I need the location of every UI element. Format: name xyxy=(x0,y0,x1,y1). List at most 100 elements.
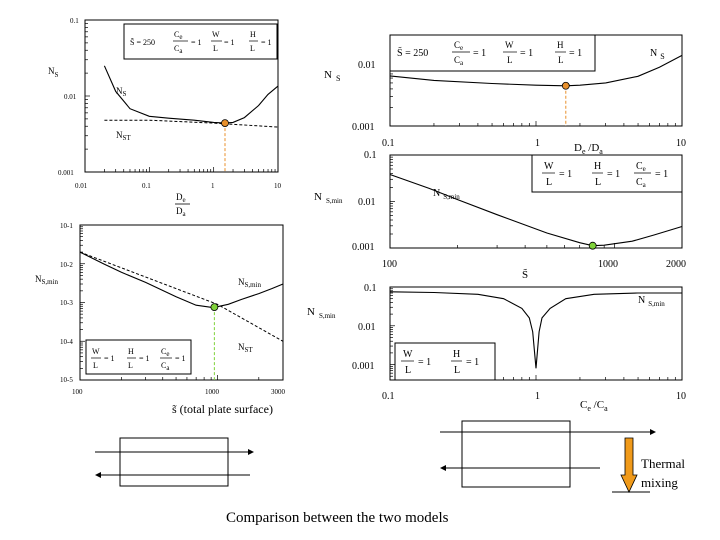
y-tick-label: 0.001 xyxy=(352,122,375,133)
x-tick-label: 10 xyxy=(676,138,686,149)
series-label-nst: NST xyxy=(238,342,253,354)
svg-text:W: W xyxy=(212,30,220,39)
thermal-mixing-arrow-icon xyxy=(620,437,638,493)
svg-text:W: W xyxy=(403,349,413,360)
thermal-label-line1: Thermal xyxy=(641,456,685,471)
svg-text:W: W xyxy=(505,40,514,50)
x-tick-label: 0.1 xyxy=(382,138,395,149)
svg-text:H: H xyxy=(453,349,460,360)
svg-text:L: L xyxy=(507,55,513,65)
svg-text:L: L xyxy=(213,44,218,53)
schematic-right: Thermal mixing xyxy=(440,420,685,493)
x-tick-label: 1000 xyxy=(598,259,618,270)
svg-text:= 1: = 1 xyxy=(569,48,582,59)
x-tick-label: 0.01 xyxy=(75,182,88,190)
arrowhead-icon xyxy=(440,465,446,471)
x-tick-label: 1000 xyxy=(205,388,220,396)
series-layer xyxy=(103,65,279,172)
svg-text:= 1: = 1 xyxy=(473,48,486,59)
svg-text:Da: Da xyxy=(176,206,187,218)
x-axis-label: s̃ (total plate surface) xyxy=(172,402,273,416)
svg-text:Ce: Ce xyxy=(174,30,182,41)
y-tick-label: 10-4 xyxy=(60,338,73,346)
svg-text:L: L xyxy=(250,44,255,53)
series-line-n-st xyxy=(79,251,284,342)
x-tick-label: 10 xyxy=(676,391,686,402)
x-tick-label: 3000 xyxy=(271,388,286,396)
x-tick-label: 10 xyxy=(274,182,282,190)
svg-text:L: L xyxy=(93,361,98,370)
legend-box: S̃ = 250 Ce Ca = 1 W L = 1 H L = 1 xyxy=(123,23,278,60)
series-label-ns: NS xyxy=(116,86,127,98)
svg-text:= 1: = 1 xyxy=(520,48,533,59)
x-tick-label: 1 xyxy=(535,391,540,402)
svg-text:= 1: = 1 xyxy=(261,38,272,47)
svg-text:L: L xyxy=(405,365,411,376)
svg-text:W: W xyxy=(544,161,554,172)
svg-text:L: L xyxy=(128,361,133,370)
svg-text:S̃ = 250: S̃ = 250 xyxy=(130,37,155,47)
svg-text:= 1: = 1 xyxy=(466,357,479,368)
legend-box: W L = 1 H L = 1 Ce Ca = 1 xyxy=(531,154,683,193)
y-tick-label: 0.01 xyxy=(64,93,77,101)
thermal-label-line2: mixing xyxy=(641,475,678,490)
series-line-n-s-min xyxy=(79,251,284,308)
tick-marks xyxy=(84,23,276,173)
legend-box: W L = 1 H L = 1 xyxy=(394,342,496,381)
svg-text:Ce: Ce xyxy=(161,347,169,358)
y-axis-label: NS xyxy=(48,66,59,79)
series-line-n-s-min xyxy=(389,173,683,247)
svg-text:Ca: Ca xyxy=(454,55,464,67)
x-tick-label: 1 xyxy=(535,138,540,149)
x-tick-label: 0.1 xyxy=(142,182,151,190)
tick-marks xyxy=(389,156,683,249)
schematic-left xyxy=(95,437,254,487)
svg-text:= 1: = 1 xyxy=(224,38,235,47)
x-axis-label: De Da xyxy=(175,192,190,218)
series-line-n-s xyxy=(389,54,683,87)
channel-box xyxy=(119,437,229,487)
y-tick-label: 0.001 xyxy=(352,361,375,372)
series-line-n-s xyxy=(103,65,279,124)
y-tick-label: 10-1 xyxy=(60,222,73,230)
x-axis-label: S̃ xyxy=(522,268,528,281)
x-tick-label: 2000 xyxy=(666,259,686,270)
y-tick-label: 0.1 xyxy=(70,17,79,25)
chart-left-bottom: 10-1 10-2 10-3 10-4 10-5 100 1000 3000 N… xyxy=(35,222,286,416)
svg-text:L: L xyxy=(595,177,601,188)
x-axis-label: Ce /Ca xyxy=(580,399,608,413)
tick-marks xyxy=(79,226,284,381)
svg-text:Ca: Ca xyxy=(161,361,170,372)
svg-text:= 1: = 1 xyxy=(607,169,620,180)
svg-text:= 1: = 1 xyxy=(559,169,572,180)
svg-text:= 1: = 1 xyxy=(418,357,431,368)
y-tick-label: 0.01 xyxy=(358,322,376,333)
svg-text:De: De xyxy=(176,192,186,204)
arrowhead-icon xyxy=(95,472,101,478)
svg-text:Ca: Ca xyxy=(636,177,647,189)
y-tick-label: 10-5 xyxy=(60,376,73,384)
svg-text:H: H xyxy=(594,161,601,172)
svg-text:= 1: = 1 xyxy=(104,354,115,363)
svg-text:Ce: Ce xyxy=(454,40,463,52)
svg-text:= 1: = 1 xyxy=(191,38,202,47)
series-label-nst: NST xyxy=(116,130,131,142)
legend-box: W L = 1 H L = 1 Ce Ca = 1 xyxy=(85,339,192,375)
svg-text:Ca: Ca xyxy=(174,44,183,55)
series-line-n-s-min xyxy=(389,291,682,369)
series-label-nsmin: NS,min xyxy=(238,277,262,289)
x-axis-label: De /Da xyxy=(574,142,603,156)
y-tick-label: 0.001 xyxy=(352,242,375,253)
series-layer xyxy=(79,251,284,380)
y-tick-label: 0.001 xyxy=(58,169,74,177)
svg-text:L: L xyxy=(454,365,460,376)
optimum-marker xyxy=(221,119,229,127)
x-tick-label: 1 xyxy=(211,182,215,190)
